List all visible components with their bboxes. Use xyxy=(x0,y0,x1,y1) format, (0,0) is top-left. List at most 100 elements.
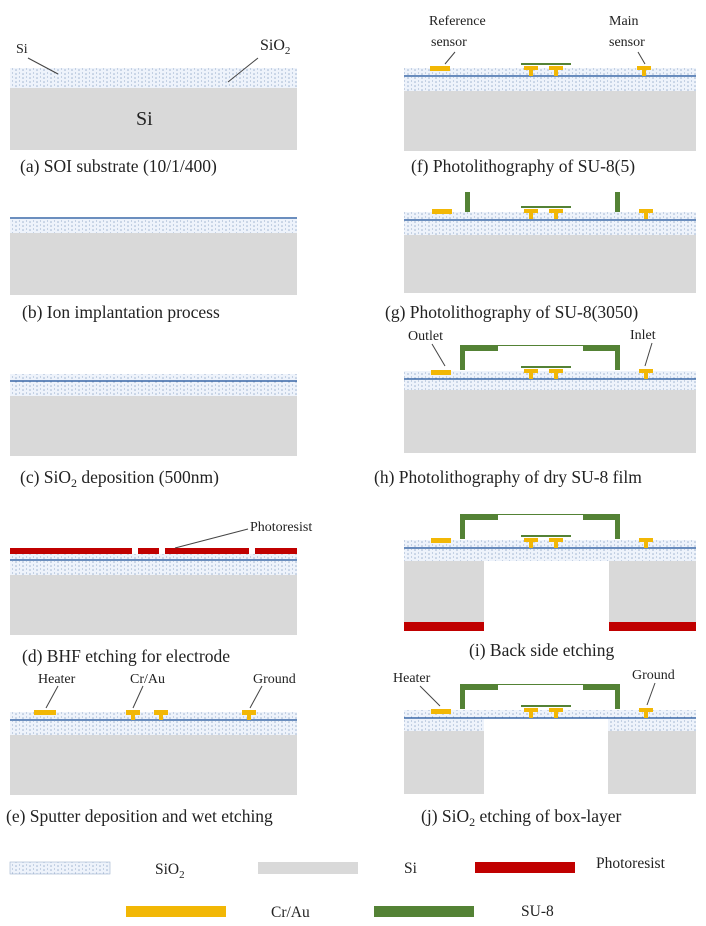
outlet-electrode xyxy=(431,370,451,375)
legend-si-label: Si xyxy=(404,860,418,877)
sio2-deposit-layer xyxy=(404,68,696,76)
legend-su8-label: SU-8 xyxy=(521,903,554,920)
heater-electrode xyxy=(432,209,452,214)
si-substrate xyxy=(10,396,297,456)
cr-au-electrode xyxy=(549,369,563,379)
heater-leader xyxy=(419,685,441,707)
label-ground: Ground xyxy=(632,668,675,683)
sio2-label-leader xyxy=(227,57,259,83)
su8-thin-cover xyxy=(521,206,571,208)
sio2-box-layer xyxy=(404,77,696,91)
si-substrate xyxy=(404,91,696,151)
panel-g: (g) Photolithography of SU-8(3050) xyxy=(385,192,696,322)
reference-leader xyxy=(444,51,456,65)
cr-au-electrode xyxy=(549,708,563,718)
cr-au-electrode xyxy=(524,66,538,76)
outlet-leader xyxy=(431,343,446,367)
sio2-box-layer xyxy=(404,380,696,392)
sio2-box-layer-right xyxy=(608,719,696,731)
label-outlet: Outlet xyxy=(408,329,443,344)
crau-leader xyxy=(132,685,144,709)
cr-au-electrode xyxy=(154,710,168,720)
caption-e: (e) Sputter deposition and wet etching xyxy=(6,806,273,826)
ground-electrode xyxy=(639,538,653,548)
caption-b: (b) Ion implantation process xyxy=(22,302,220,322)
caption-a: (a) SOI substrate (10/1/400) xyxy=(20,156,217,176)
reference-sensor-electrode xyxy=(430,66,450,71)
cr-au-electrode xyxy=(524,708,538,718)
label-reference: Reference xyxy=(429,14,486,29)
caption-c: (c) SiO2 deposition (500nm) xyxy=(20,467,219,490)
label-si-bulk: Si xyxy=(136,108,153,130)
ground-electrode xyxy=(639,708,653,718)
si-substrate xyxy=(10,233,297,295)
cr-au-electrode xyxy=(549,209,563,219)
legend-su8-swatch xyxy=(374,906,474,917)
sio2-box-layer xyxy=(10,721,297,735)
legend-crau-label: Cr/Au xyxy=(271,904,310,921)
photoresist-segment xyxy=(255,548,297,554)
caption-i: (i) Back side etching xyxy=(469,640,615,660)
si-substrate-left xyxy=(404,561,484,622)
su8-wall xyxy=(615,192,620,212)
panel-b: (b) Ion implantation process xyxy=(10,217,297,322)
su8-thin-cover xyxy=(521,705,571,707)
legend-photoresist-swatch xyxy=(475,862,575,873)
cr-au-electrode xyxy=(524,369,538,379)
su8-thin-cover xyxy=(521,366,571,368)
su8-thin-cover xyxy=(521,535,571,537)
sio2-box-layer xyxy=(404,221,696,235)
panel-j: Heater Ground (j) SiO2 etching of box-la… xyxy=(393,668,696,829)
si-substrate-left xyxy=(404,731,484,794)
sio2-deposit-layer xyxy=(404,710,696,718)
si-substrate-right xyxy=(608,731,696,794)
heater-electrode xyxy=(431,538,451,543)
caption-f: (f) Photolithography of SU-8(5) xyxy=(411,156,635,176)
label-sio2: SiO2 xyxy=(260,37,290,57)
panel-c: (c) SiO2 deposition (500nm) xyxy=(10,374,297,490)
photoresist-leader xyxy=(174,528,249,549)
sio2-box-layer xyxy=(404,549,696,561)
heater-electrode xyxy=(34,710,56,715)
inlet-electrode xyxy=(639,369,653,379)
panel-f: Reference sensor Main sensor (f) Photoli… xyxy=(404,14,696,176)
si-substrate xyxy=(404,235,696,293)
si-substrate xyxy=(10,735,297,795)
si-substrate xyxy=(404,390,696,453)
caption-g: (g) Photolithography of SU-8(3050) xyxy=(385,302,638,322)
sio2-deposit-layer xyxy=(404,540,696,548)
sio2-deposit-layer xyxy=(404,371,696,379)
si-substrate-right xyxy=(609,561,696,622)
label-crau: Cr/Au xyxy=(130,672,165,687)
backside-photoresist-right xyxy=(609,622,696,631)
sio2-box-layer xyxy=(10,561,297,575)
photoresist-segment xyxy=(138,548,159,554)
heater-electrode xyxy=(431,709,451,714)
su8-channel-cover xyxy=(460,514,620,539)
backside-photoresist-left xyxy=(404,622,484,631)
sio2-top-layer xyxy=(10,68,297,78)
su8-wall xyxy=(465,192,470,212)
caption-d: (d) BHF etching for electrode xyxy=(22,646,230,666)
su8-thin-cover xyxy=(521,63,571,65)
legend-photoresist-label: Photoresist xyxy=(596,855,666,872)
sio2-deposit-layer xyxy=(10,554,297,560)
caption-j: (j) SiO2 etching of box-layer xyxy=(421,806,622,829)
ground-leader xyxy=(249,685,263,709)
cr-au-electrode xyxy=(524,209,538,219)
sio2-box-layer xyxy=(10,78,297,90)
ground-electrode xyxy=(639,209,653,219)
label-main-sensor: sensor xyxy=(609,35,645,50)
label-si-top: Si xyxy=(16,42,28,57)
su8-channel-cover xyxy=(460,684,620,709)
main-leader xyxy=(637,51,646,65)
legend-si-swatch xyxy=(258,862,358,874)
label-ground: Ground xyxy=(253,672,296,687)
photoresist-segment xyxy=(10,548,132,554)
heater-leader xyxy=(45,685,59,709)
main-sensor-electrode xyxy=(637,66,651,76)
sio2-deposit-layer xyxy=(10,374,297,382)
si-substrate xyxy=(10,575,297,635)
panel-h: Outlet Inlet (h) Photolithography of dry… xyxy=(374,328,696,487)
